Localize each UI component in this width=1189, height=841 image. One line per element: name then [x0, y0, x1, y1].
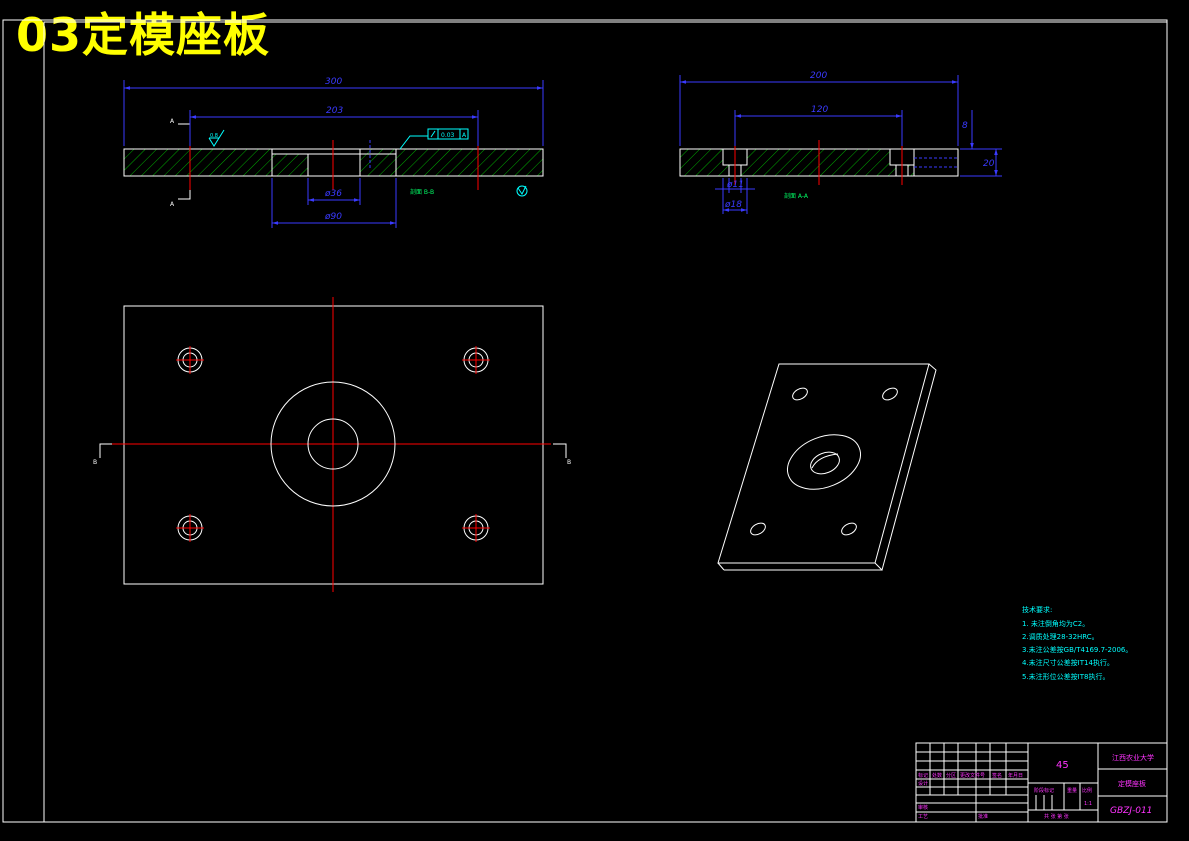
section-marker-b-right: B [567, 459, 571, 466]
title-block-material: 45 [1056, 760, 1069, 771]
dim-side-height: 20 [983, 159, 995, 169]
title-block-col-header: 更改文件号 [960, 772, 985, 779]
dim-side-holes: 120 [811, 105, 828, 115]
general-finish-icon [516, 185, 528, 197]
section-marker-b-left: B [93, 459, 97, 466]
side-view-dimensions [679, 75, 1002, 214]
title-block-scale-label: 比例 [1082, 787, 1092, 794]
dim-outer-diameter: ø90 [324, 212, 342, 222]
surface-finish-value: 0.8 [210, 133, 218, 139]
title-block-scale: 1:1 [1084, 801, 1092, 807]
title-block-col-header: 分区 [946, 772, 956, 779]
dim-side-overall: 200 [810, 71, 827, 81]
dim-side-step: 8 [962, 121, 968, 131]
title-block-part-name: 定模座板 [1118, 779, 1146, 788]
tolerance-value: 0.03 [441, 132, 455, 139]
tech-requirement-item: 1. 未注倒角均为C2。 [1022, 619, 1089, 628]
tech-requirement-item: 4.未注尺寸公差按IT14执行。 [1022, 658, 1114, 667]
dim-overall-length: 300 [325, 77, 342, 87]
section-label-bb: 剖面 B-B [410, 188, 434, 196]
title-block-school: 江西农业大学 [1112, 753, 1154, 762]
dim-hole-large: ø18 [724, 200, 742, 210]
isometric-view [717, 363, 937, 571]
tolerance-datum: A [462, 132, 467, 139]
inner-frame [43, 21, 1168, 823]
title-block-approve-label: 批准 [978, 813, 988, 820]
title-block-stage-label: 阶段标记 [1034, 787, 1054, 794]
tech-requirement-item: 2.调质处理28-32HRC。 [1022, 632, 1099, 641]
title-block-col-header: 年月日 [1008, 772, 1023, 779]
title-block-row-label: 设计 [918, 780, 928, 787]
section-marker-a-top: A [170, 118, 175, 125]
plan-view [99, 297, 567, 592]
dim-inner-diameter: ø36 [324, 189, 342, 199]
section-view-bb [123, 123, 544, 200]
section-label-aa: 剖面 A-A [784, 192, 809, 200]
title-block-col-header: 签名 [992, 772, 1002, 779]
title-block-drawing-no: GBZJ-011 [1110, 806, 1152, 816]
outer-frame [2, 19, 1168, 823]
section-marker-a-bottom: A [170, 201, 175, 208]
surface-finish-icon [208, 129, 225, 147]
title-block-weight-label: 重量 [1067, 787, 1077, 794]
tech-requirement-item: 3.未注公差按GB/T4169.7-2006。 [1022, 645, 1132, 654]
dim-hole-small: ø11 [726, 180, 744, 190]
dim-hole-spacing: 203 [326, 106, 343, 116]
tech-requirement-item: 5.未注形位公差按IT8执行。 [1022, 672, 1109, 681]
top-view-dimensions [123, 80, 544, 228]
title-block-col-header: 标记 [918, 772, 928, 779]
title-block-sheet-label: 共 张 第 张 [1044, 813, 1069, 820]
title-block-row-label: 审核 [918, 804, 928, 811]
title-block-col-header: 处数 [932, 772, 942, 779]
title-block [915, 742, 1168, 823]
tech-requirements-heading: 技术要求: [1022, 605, 1052, 614]
tolerance-frame [399, 128, 469, 150]
title-block-row-label: 工艺 [918, 814, 928, 820]
section-view-aa [679, 140, 959, 185]
